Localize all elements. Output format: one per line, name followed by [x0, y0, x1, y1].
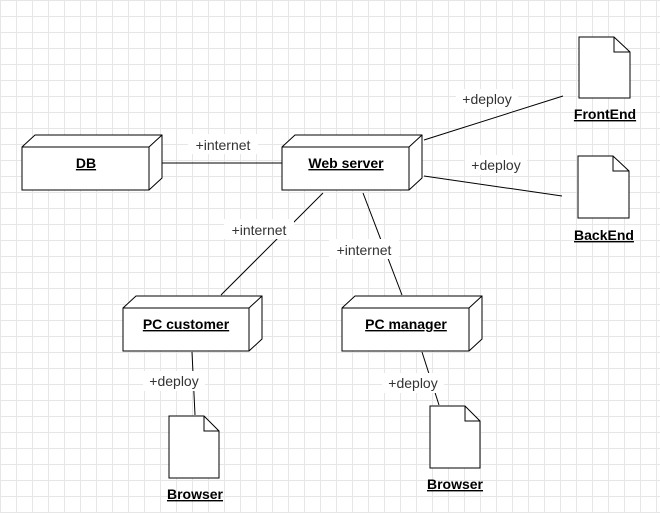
node-db-label: DB — [76, 155, 96, 171]
node-pc-manager[interactable]: PC manager — [341, 295, 483, 352]
node-pc-customer[interactable]: PC customer — [122, 295, 263, 352]
edge-webserver-pc-customer[interactable] — [220, 192, 324, 296]
node-web-server-label: Web server — [308, 155, 384, 171]
artifact-browser-customer[interactable]: Browser — [167, 415, 224, 502]
edge-webserver-backend[interactable] — [423, 175, 563, 197]
edge-label-webserver-pc-manager: +internet — [337, 242, 392, 258]
edge-label-webserver-pc-customer: +internet — [232, 222, 287, 238]
node-pc-manager-label: PC manager — [365, 316, 447, 332]
artifact-frontend[interactable]: FrontEnd — [574, 36, 636, 122]
node-web-server[interactable]: Web server — [281, 134, 423, 191]
artifact-backend[interactable]: BackEnd — [574, 155, 634, 243]
edge-label-webserver-backend: +deploy — [471, 157, 520, 173]
edge-webserver-frontend[interactable] — [423, 95, 564, 141]
artifact-backend-label: BackEnd — [574, 227, 634, 243]
artifact-browser-manager-label: Browser — [427, 476, 484, 492]
artifact-browser-customer-label: Browser — [167, 486, 224, 502]
edge-label-pc-manager-browser: +deploy — [388, 375, 437, 391]
artifact-frontend-label: FrontEnd — [574, 106, 636, 122]
artifact-browser-manager[interactable]: Browser — [427, 405, 484, 492]
node-pc-customer-label: PC customer — [143, 316, 230, 332]
edge-label-db-webserver: +internet — [196, 137, 251, 153]
edge-label-webserver-frontend: +deploy — [462, 91, 511, 107]
node-db[interactable]: DB — [21, 134, 163, 191]
edge-label-pc-customer-browser: +deploy — [149, 373, 198, 389]
